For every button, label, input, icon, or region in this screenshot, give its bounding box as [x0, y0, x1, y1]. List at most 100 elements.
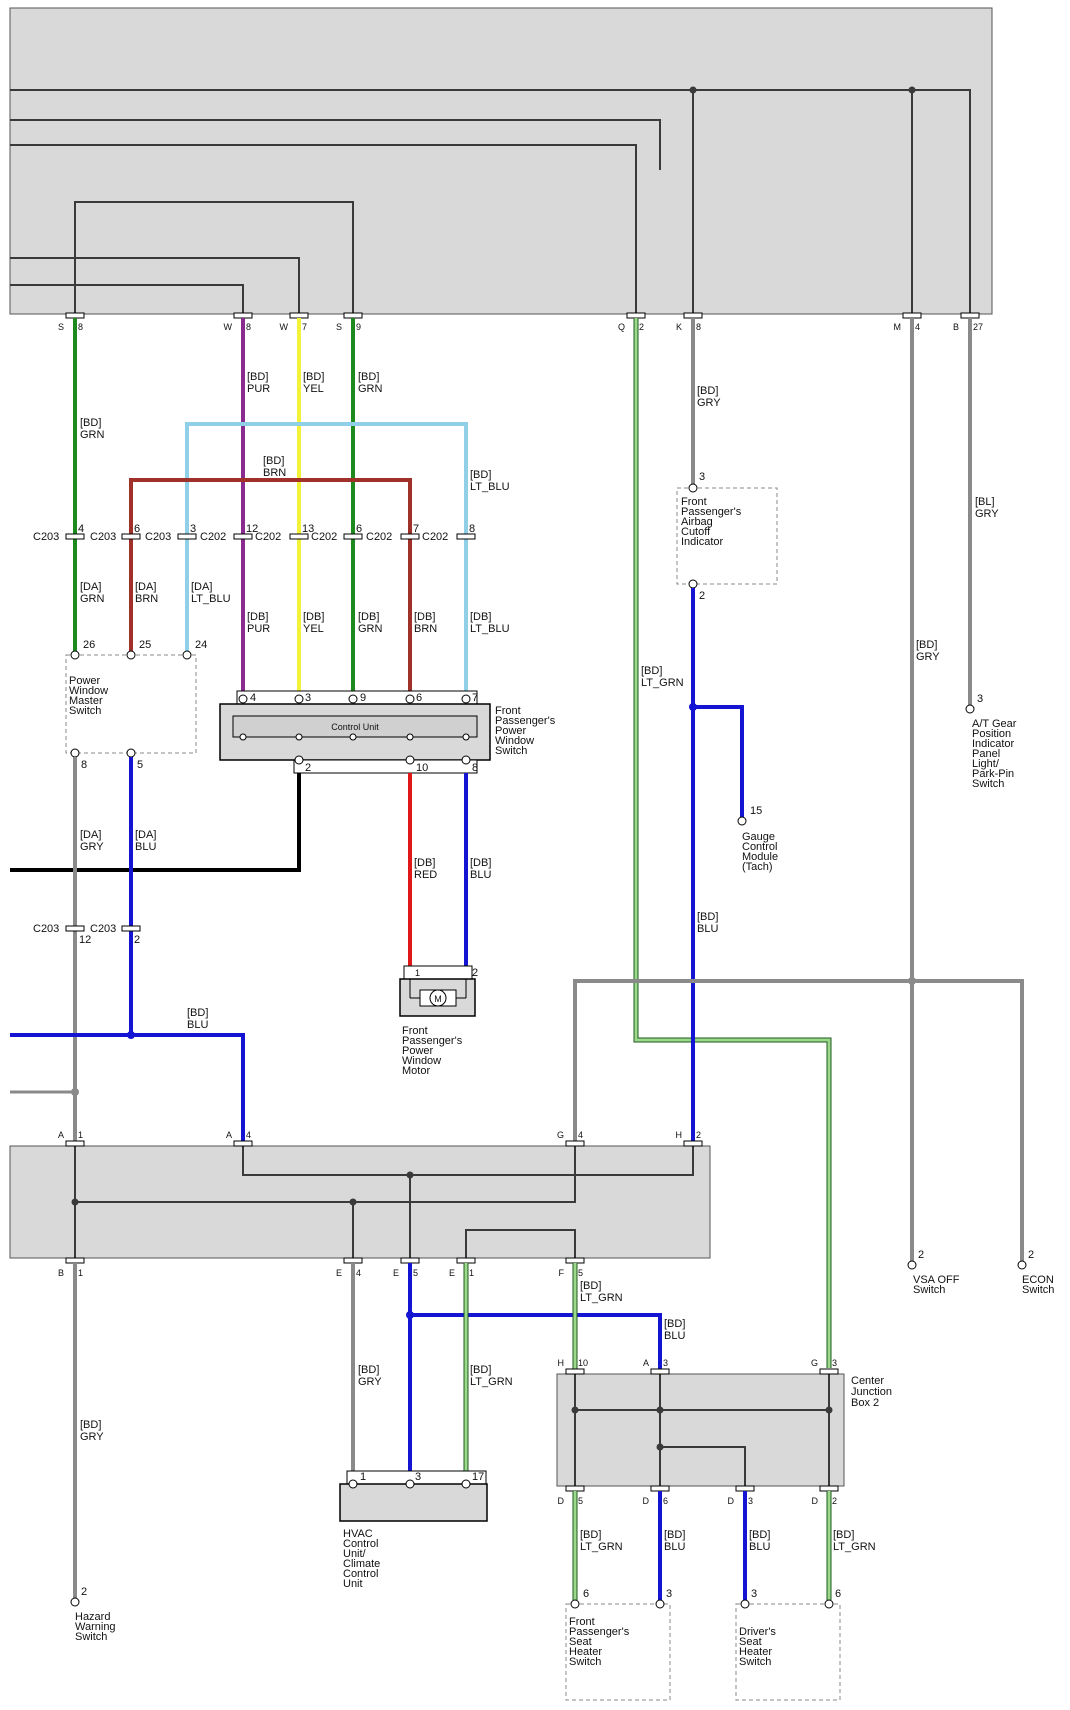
- pin-num: 10: [578, 1358, 588, 1368]
- junction-dot: [656, 1406, 664, 1414]
- pin-id: A: [226, 1130, 232, 1140]
- hazard-warning-switch: 2 Hazard Warning Switch: [70, 1586, 116, 1643]
- component-label: Gauge: [742, 831, 775, 843]
- component-label: Front: [402, 1025, 428, 1037]
- connector-row: C203 4 C203 6 C203 3 C202 12 C202 13 C20…: [33, 523, 476, 543]
- pin-number: 6: [416, 692, 422, 704]
- cjb2-bottom-pins: D 5 D 6 D 3 D 2: [558, 1485, 839, 1506]
- wire-label: [BD]: [303, 371, 324, 383]
- pin-number: 7: [472, 692, 478, 704]
- component-label: Hazard: [75, 1611, 110, 1623]
- wire-label: BLU: [697, 923, 718, 935]
- component-label: ECON: [1022, 1274, 1054, 1286]
- junction-dot: [349, 1198, 357, 1206]
- wire-label: YEL: [303, 623, 324, 635]
- lt-grn-wire-q2: [633, 318, 832, 1368]
- pin-terminal: [737, 816, 747, 826]
- pin-terminal: [70, 1597, 80, 1607]
- component-label: Passenger's: [681, 506, 742, 518]
- connector-pin: 7: [413, 523, 419, 535]
- component-label: Control: [343, 1538, 378, 1550]
- component-label: VSA OFF: [913, 1274, 960, 1286]
- wire-label: [DB]: [414, 611, 435, 623]
- component-label: Passenger's: [402, 1035, 463, 1047]
- pin-num: 4: [915, 322, 920, 332]
- pin-id: B: [58, 1268, 64, 1278]
- pin-terminal: [126, 748, 136, 758]
- wire-label: [BD]: [358, 371, 379, 383]
- wire-label: [DA]: [135, 829, 156, 841]
- component-label: Switch: [739, 1656, 771, 1668]
- pin-number: 2: [472, 967, 478, 979]
- connector-pin: 12: [79, 934, 91, 946]
- pin-id: M: [894, 322, 902, 332]
- wire-label: GRN: [80, 429, 105, 441]
- connector-name: C202: [366, 531, 392, 543]
- wire-labels-top: [BD] GRN [BD] PUR [BD] YEL [BD] GRN [BD]…: [80, 371, 999, 520]
- pin-number: 3: [666, 1588, 672, 1600]
- pin-number: 1: [360, 1471, 366, 1483]
- pin-num: 5: [413, 1268, 418, 1278]
- wire-label: BLU: [187, 1019, 208, 1031]
- pin-number: 8: [81, 759, 87, 771]
- wire-label: LT_BLU: [470, 623, 510, 635]
- pin-num: 5: [578, 1268, 583, 1278]
- pin-id: D: [558, 1496, 565, 1506]
- component-label: Climate: [343, 1558, 380, 1570]
- wire-label: [BD]: [80, 1419, 101, 1431]
- pin-terminal: [182, 650, 192, 660]
- component-label: Indicator: [972, 738, 1015, 750]
- component-label: Power: [69, 675, 101, 687]
- connector-pin: 13: [302, 523, 314, 535]
- vsa-off-switch: 2 VSA OFF Switch: [907, 1249, 960, 1296]
- component-label: Heater: [569, 1646, 602, 1658]
- pin-id: D: [812, 1496, 819, 1506]
- component-label: Control: [343, 1568, 378, 1580]
- pin-num: 8: [696, 322, 701, 332]
- wire-label: [BD]: [263, 455, 284, 467]
- connector-name: C203: [33, 923, 59, 935]
- component-label: Switch: [75, 1631, 107, 1643]
- wire-labels-lower: [BD] LT_GRN [BD] BLU [BD] GRY [BD] LT_GR…: [80, 1280, 685, 1443]
- wire-labels-seat: [BD] LT_GRN [BD] BLU [BD] BLU [BD] LT_GR…: [580, 1529, 876, 1553]
- power-window-motor: 1 2 M Front Passenger's Power Window Mot…: [399, 965, 478, 1077]
- component-label: Front: [569, 1616, 595, 1628]
- component-label: Heater: [739, 1646, 772, 1658]
- junction-dot: [406, 1311, 414, 1319]
- wire-label: [BD]: [697, 911, 718, 923]
- top-pins: S 8 W 8 W 7 S 9 Q 2 K 8 M 4 B 27: [58, 312, 983, 332]
- pin-number: 15: [750, 805, 762, 817]
- connector-pin: 6: [356, 523, 362, 535]
- center-junction-box-2: [556, 1373, 845, 1487]
- pin-number: 9: [360, 692, 366, 704]
- junction-dot: [825, 1406, 833, 1414]
- wire-label: GRN: [80, 593, 105, 605]
- wire-label: LT_GRN: [580, 1292, 623, 1304]
- wire-label: BLU: [135, 841, 156, 853]
- component-label: Front: [495, 705, 521, 717]
- pin-terminal: [688, 579, 698, 589]
- wire-label: [DB]: [414, 857, 435, 869]
- wire-label: [DA]: [135, 581, 156, 593]
- wire-label: GRY: [916, 651, 940, 663]
- connector-name: C203: [33, 531, 59, 543]
- junction-dot: [71, 1088, 79, 1096]
- pin-number: 5: [137, 759, 143, 771]
- wire-label: GRY: [697, 397, 721, 409]
- pin-number: 26: [83, 639, 95, 651]
- component-label: Switch: [569, 1656, 601, 1668]
- connector-name: C202: [255, 531, 281, 543]
- component-label: Airbag: [681, 516, 713, 528]
- pin-number: 10: [416, 762, 428, 774]
- pin-terminal: [70, 748, 80, 758]
- pin-number: 2: [81, 1586, 87, 1598]
- wire-label: LT_GRN: [580, 1541, 623, 1553]
- wire-label: [BD]: [697, 385, 718, 397]
- pin-num: 8: [78, 322, 83, 332]
- wire-label: BLU: [749, 1541, 770, 1553]
- component-label: Indicator: [681, 536, 724, 548]
- connector-name: C202: [200, 531, 226, 543]
- connector-row-lower: C203 12 C203 2: [33, 923, 141, 946]
- component-label: Switch: [69, 705, 101, 717]
